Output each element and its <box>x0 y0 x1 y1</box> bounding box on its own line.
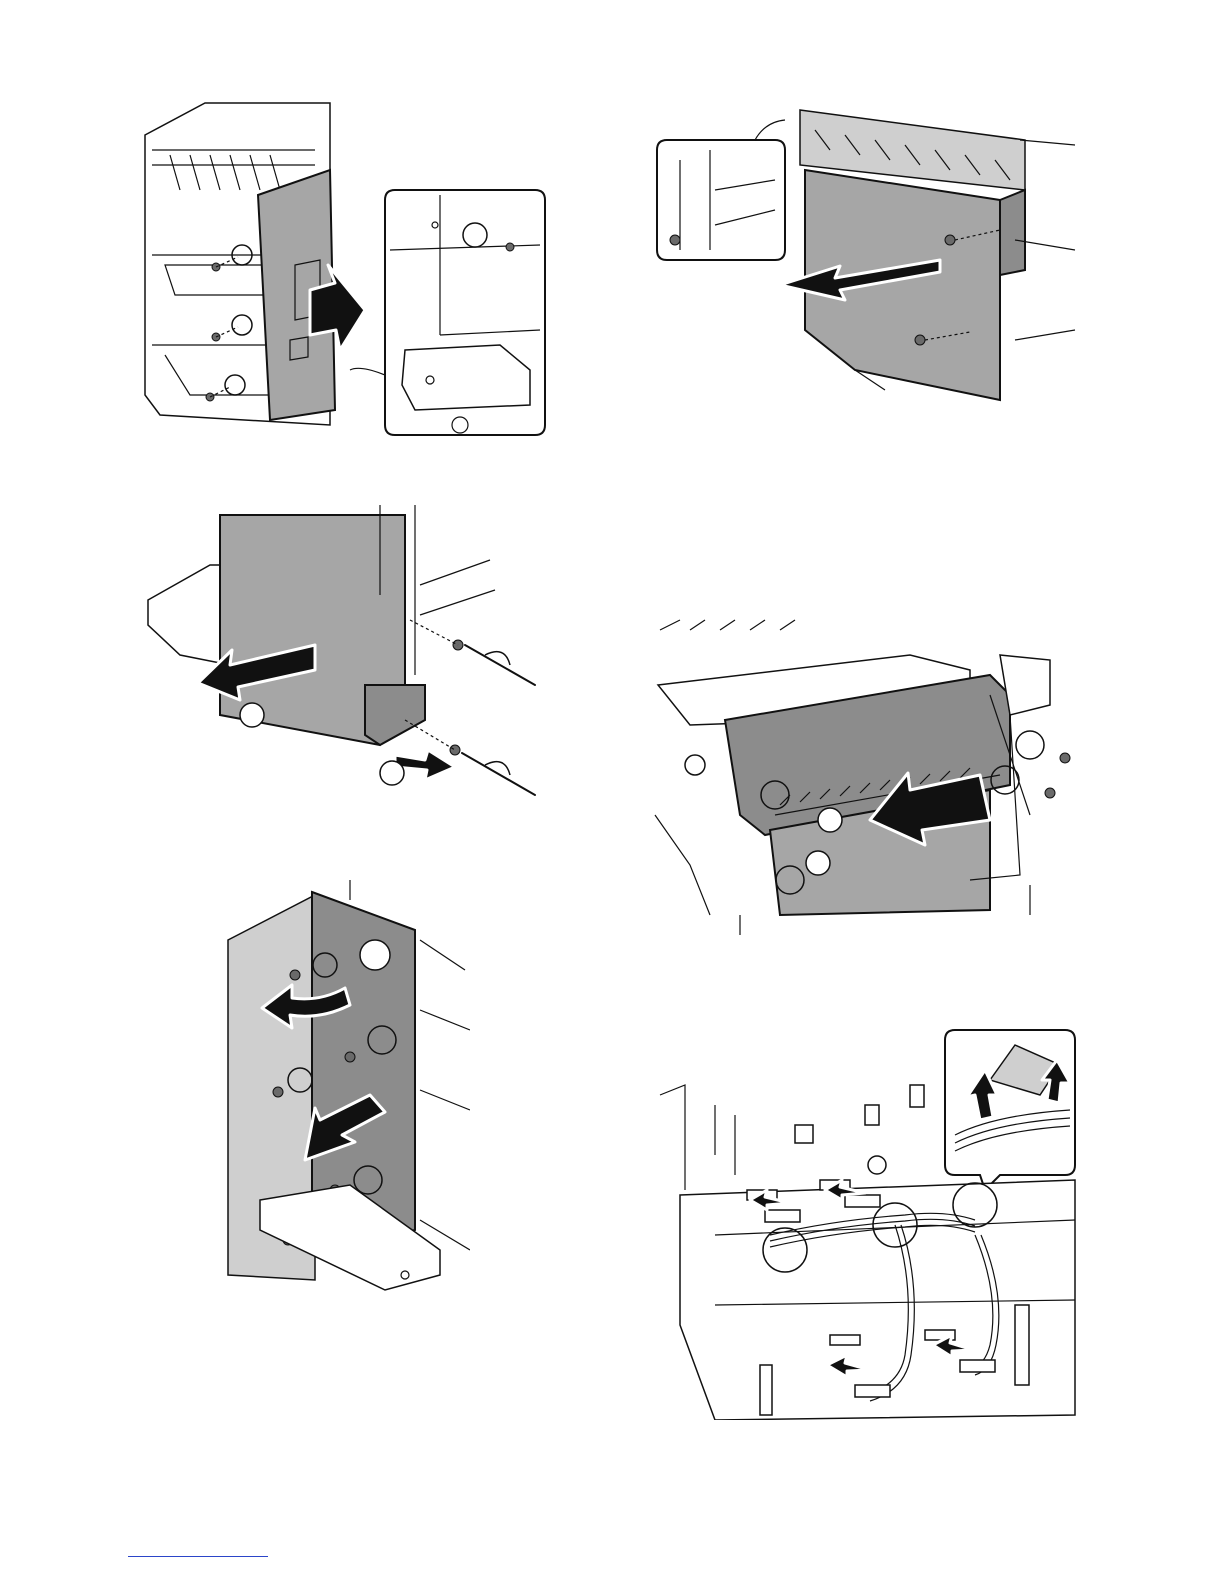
fig-cabinet-side-cover <box>130 95 555 440</box>
fig-harness <box>655 1025 1080 1420</box>
inner-frame-illustration <box>220 880 470 1310</box>
step-label-1 <box>240 703 264 727</box>
top-cover-illustration <box>655 100 1080 405</box>
harness-illustration <box>655 1025 1080 1420</box>
unit-insertion-illustration <box>650 615 1080 945</box>
base-cover-illustration <box>140 505 560 805</box>
step-label-a <box>806 851 830 875</box>
cabinet-side-cover-illustration <box>130 95 555 440</box>
fig-base-cover <box>140 505 560 805</box>
footer-rule <box>128 1556 268 1557</box>
fig-top-cover <box>655 100 1080 405</box>
fig-inner-frame <box>220 880 470 1310</box>
step-label-2 <box>380 761 404 785</box>
fig-unit-install <box>650 615 1080 945</box>
